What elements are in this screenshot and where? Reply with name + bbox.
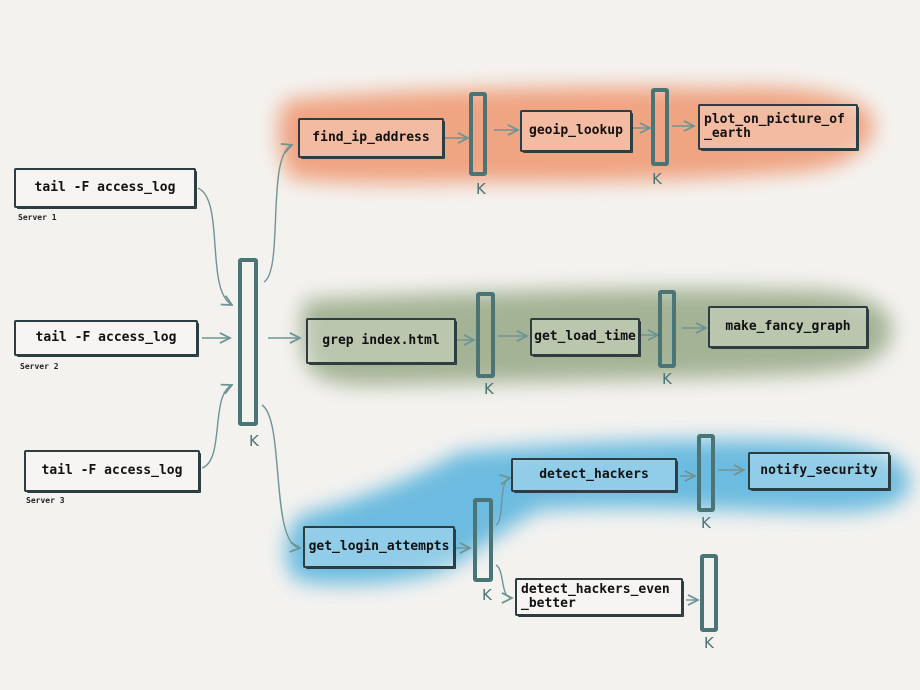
geo-queue-1-label: K [476,180,486,198]
security-queue-2 [697,434,715,512]
make-fancy-graph-step: make_fancy_graph [708,306,868,348]
plot-on-earth-step: plot_on_picture_of _earth [698,104,858,150]
security-queue-3-label: K [704,634,714,652]
central-queue-label: K [249,432,259,450]
security-band [285,439,911,585]
detect-hackers-step: detect_hackers [511,458,677,492]
find-ip-address-step: find_ip_address [298,118,444,158]
get-load-time-step: get_load_time [530,318,640,356]
get-login-attempts-step: get_login_attempts [303,526,455,568]
geo-band [278,86,874,184]
security-queue-3 [700,554,718,632]
central-kafka-queue [238,258,258,426]
detect-hackers-even-better-step: detect_hackers_even _better [515,578,683,616]
server-1-label: Server 1 [18,213,57,222]
geo-queue-2 [651,88,669,166]
geoip-lookup-step: geoip_lookup [520,110,632,152]
server-2-tail-command: tail -F access_log [14,320,198,356]
grep-index-step: grep index.html [306,318,456,364]
server-3-tail-command: tail -F access_log [24,450,200,492]
load-band [301,288,892,386]
security-queue-2-label: K [701,514,711,532]
load-queue-1-label: K [484,380,494,398]
security-queue-1 [473,498,493,582]
connectors [197,126,744,600]
geo-queue-2-label: K [652,170,662,188]
security-queue-1-label: K [482,586,492,604]
server-3-label: Server 3 [26,496,65,505]
load-queue-1 [476,292,495,378]
load-queue-2 [658,290,676,368]
server-1-tail-command: tail -F access_log [14,168,196,208]
server-2-label: Server 2 [20,362,59,371]
load-queue-2-label: K [662,370,672,388]
geo-queue-1 [469,92,487,176]
notify-security-step: notify_security [748,452,890,490]
